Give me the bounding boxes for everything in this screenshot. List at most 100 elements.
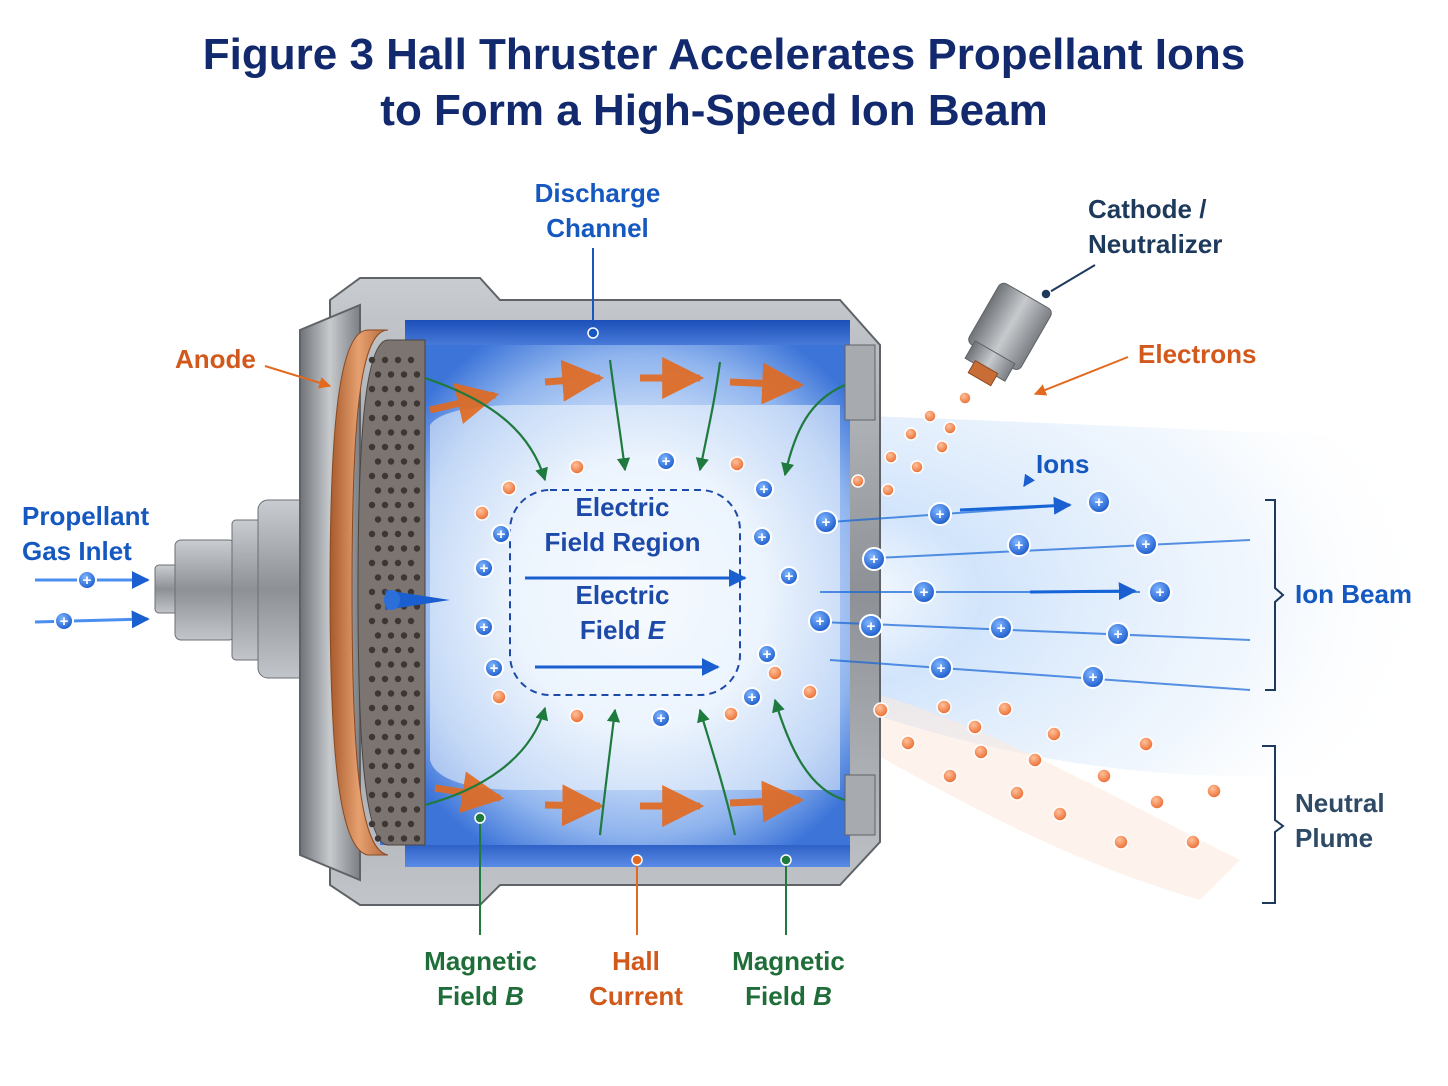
perforation-hole — [407, 704, 415, 712]
ion-particle: + — [754, 479, 774, 499]
perforation-hole — [368, 617, 376, 625]
perforation-hole — [400, 487, 408, 494]
perforation-hole — [368, 588, 376, 596]
ion-particle: + — [651, 708, 671, 728]
label-leader-dot — [631, 854, 643, 866]
perforation-hole — [374, 400, 382, 407]
label-leader-dot — [587, 327, 599, 339]
perforation-hole — [413, 661, 421, 668]
perforation-hole — [387, 545, 395, 552]
perforation-hole — [381, 733, 389, 741]
perforation-hole — [368, 385, 376, 393]
perforation-hole — [374, 516, 382, 523]
perforation-hole — [387, 748, 395, 755]
ion-plus-sign: + — [1015, 537, 1024, 554]
magnetic-field-line — [424, 706, 549, 807]
perforation-hole — [413, 690, 421, 697]
perforation-hole — [368, 646, 376, 654]
perforation-hole — [374, 632, 382, 639]
perforation-hole — [387, 806, 395, 813]
perforation-hole — [407, 356, 415, 364]
perforation-hole — [394, 414, 402, 422]
hall-current-arrow — [544, 359, 605, 402]
electron-particle — [967, 719, 983, 735]
perforation-hole — [387, 487, 395, 494]
label-leader-line — [1262, 745, 1285, 904]
perforation-hole — [413, 458, 421, 465]
perforation-hole — [394, 443, 402, 451]
ion-particle: + — [779, 566, 799, 586]
perforation-hole — [387, 632, 395, 639]
perforation-hole — [400, 806, 408, 813]
electron-particle — [569, 708, 585, 724]
perforation-hole — [381, 762, 389, 770]
cathode-neutralizer — [964, 282, 1052, 387]
perforation-hole — [381, 791, 389, 799]
perforation-hole — [407, 820, 415, 828]
perforation-hole — [387, 719, 395, 726]
perforation-hole — [374, 835, 382, 842]
ion-plus-sign: + — [758, 529, 767, 546]
ion-particle: + — [1081, 665, 1105, 689]
ion-particle: + — [742, 687, 762, 707]
ions-label: Ions — [1036, 449, 1090, 479]
ion-particle: + — [859, 614, 883, 638]
ion-particle: + — [656, 451, 676, 471]
ion-particle: + — [491, 524, 511, 544]
perforation-hole — [413, 545, 421, 552]
electron-particle — [973, 744, 989, 760]
perforation-hole — [394, 733, 402, 741]
perforation-hole — [381, 472, 389, 480]
perforation-hole — [387, 690, 395, 697]
perforation-hole — [374, 458, 382, 465]
perforation-hole — [394, 820, 402, 828]
propellant-inlet-fitting — [154, 499, 309, 679]
ion-plus-sign: + — [870, 551, 879, 568]
electric-field-e-label: Electric Field E — [575, 580, 670, 645]
perforation-hole — [400, 371, 408, 378]
perforation-hole — [407, 762, 415, 770]
electron-particle — [802, 684, 818, 700]
electron-particle — [873, 702, 889, 718]
perforation-hole — [407, 617, 415, 625]
perforation-hole — [394, 762, 402, 770]
perforation-hole — [407, 675, 415, 683]
ion-plus-sign: + — [1142, 536, 1151, 553]
perforation-hole — [368, 791, 376, 799]
ion-plus-sign: + — [490, 660, 499, 677]
ion-particle: + — [1134, 532, 1158, 556]
perforation-hole — [413, 516, 421, 523]
perforation-hole — [400, 661, 408, 668]
perforation-hole — [394, 472, 402, 480]
perforation-hole — [394, 791, 402, 799]
electron-particle — [1027, 752, 1043, 768]
ion-particle: + — [929, 656, 953, 680]
electron-particle — [1009, 785, 1025, 801]
ion-particle: + — [474, 617, 494, 637]
neutral-plume-haze — [850, 690, 1240, 900]
electron-particle — [942, 768, 958, 784]
cathode-neutralizer-label: Cathode /Neutralizer — [1088, 194, 1223, 259]
perforation-hole — [368, 443, 376, 451]
perforation-hole — [407, 443, 415, 451]
ion-particle: + — [484, 658, 504, 678]
ion-particle: + — [912, 580, 936, 604]
electron-particle — [767, 665, 783, 681]
perforation-hole — [387, 516, 395, 523]
electron-particle — [1113, 834, 1129, 850]
perforation-hole — [413, 748, 421, 755]
perforation-hole — [400, 748, 408, 755]
label-leader-line — [1033, 356, 1129, 396]
magnetic-field-line — [781, 383, 846, 477]
anode-label: Anode — [175, 344, 256, 374]
electron-particle — [501, 480, 517, 496]
electron-particle — [904, 427, 918, 441]
ion-beam-streak — [874, 539, 1251, 559]
ion-plus-sign: + — [763, 646, 772, 663]
hall-current-arrow — [729, 362, 805, 405]
perforation-hole — [381, 820, 389, 828]
flow-arrows — [34, 357, 1251, 836]
